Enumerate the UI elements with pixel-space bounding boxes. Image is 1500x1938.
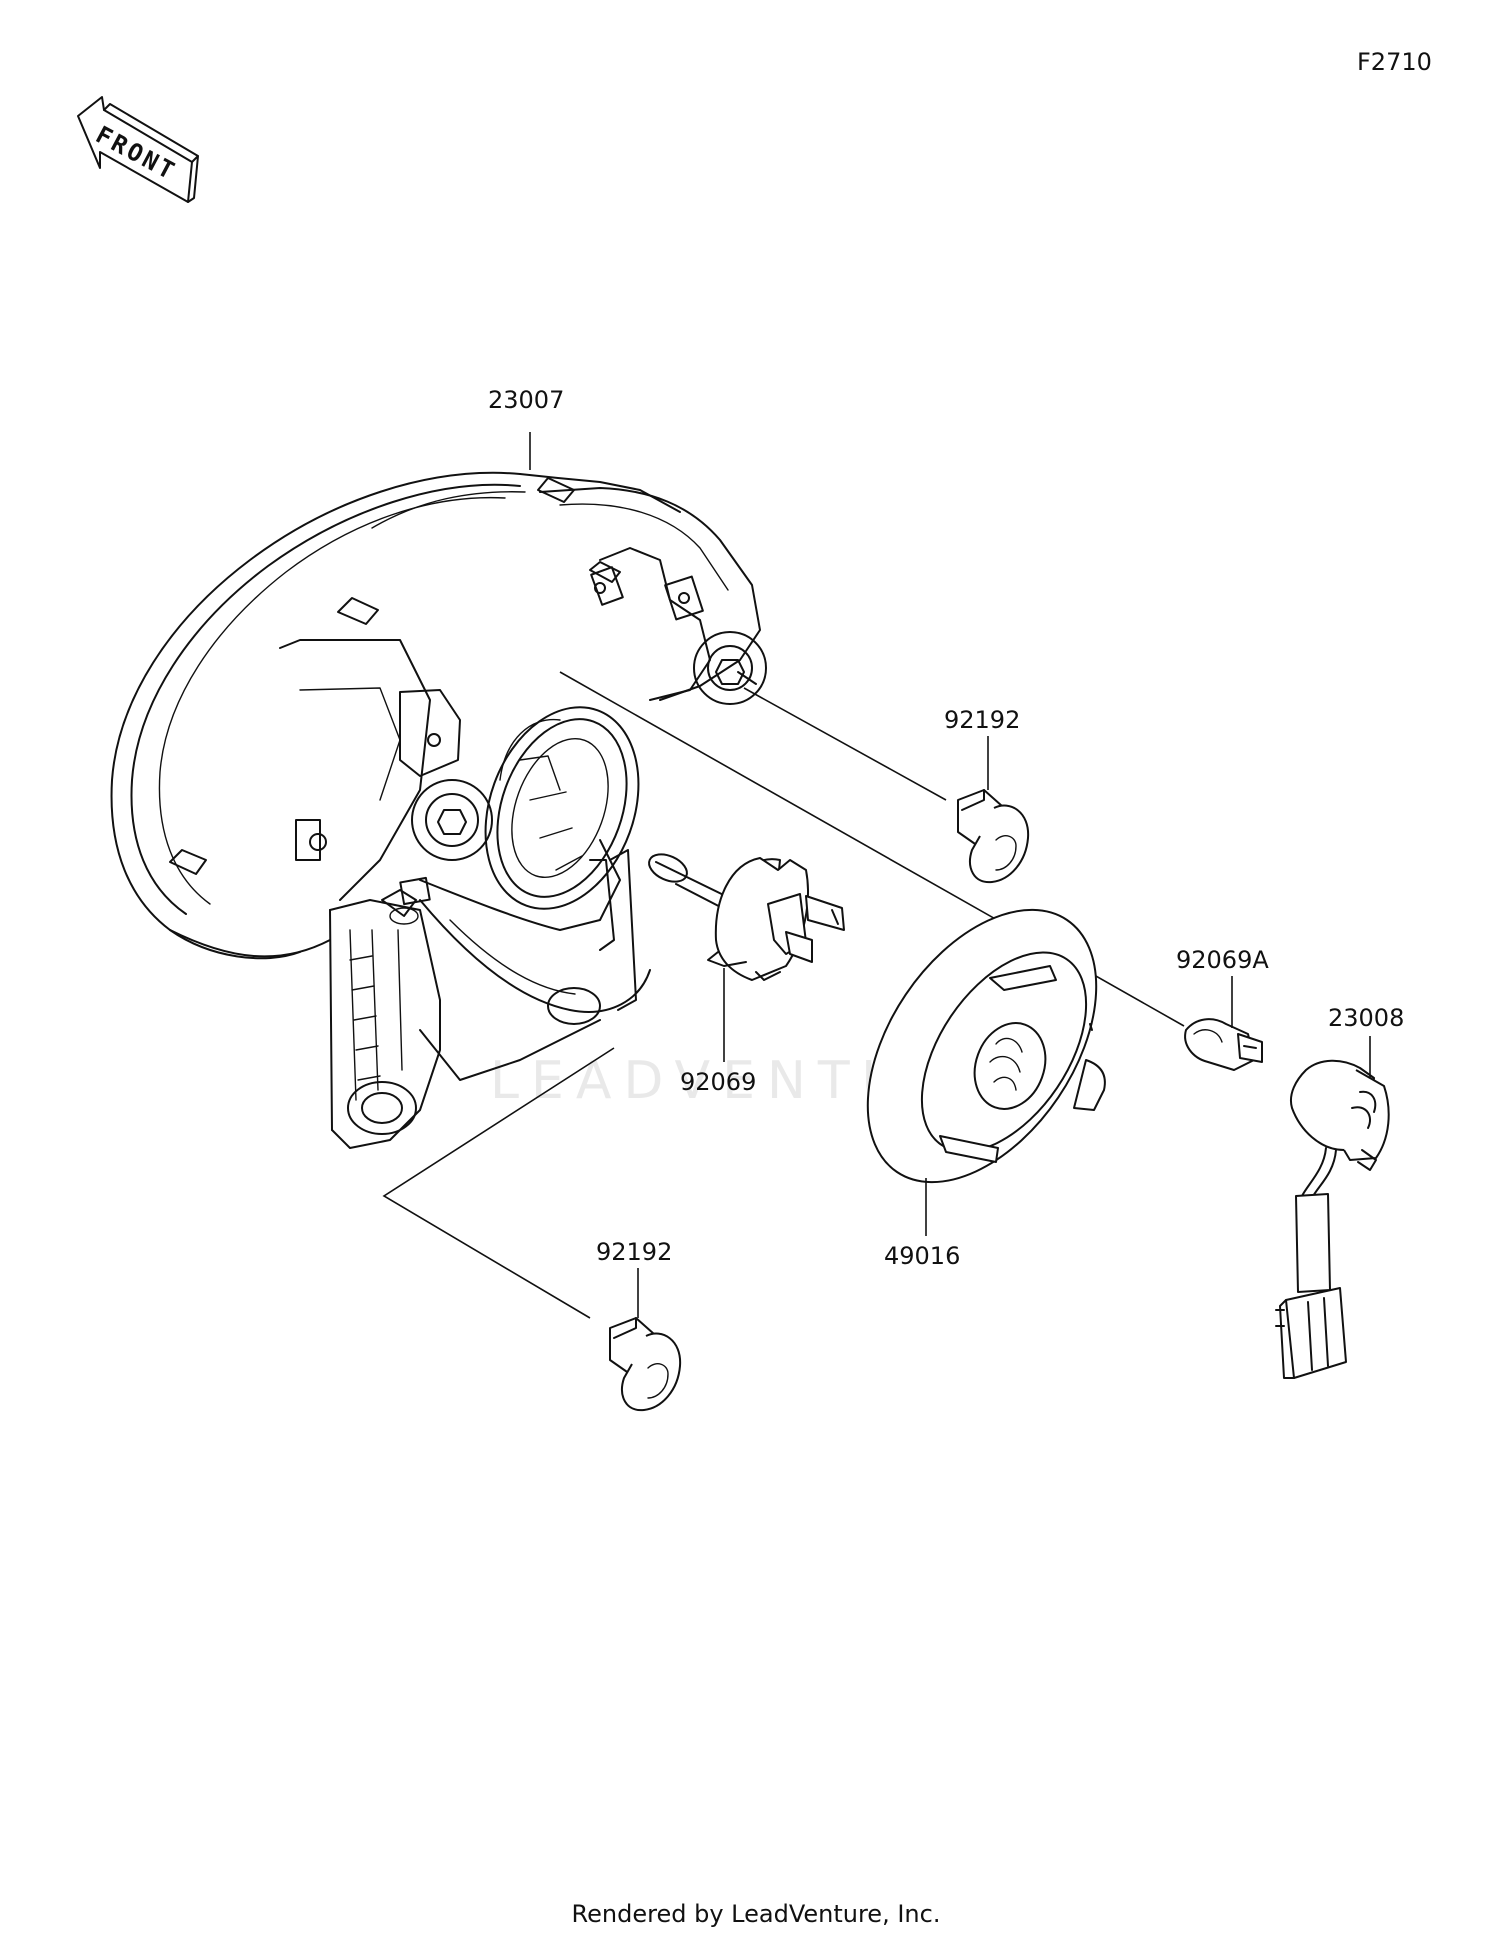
part-label-headlight-assembly: 23007 [488,386,564,414]
headlight-assembly-drawing [110,471,767,1149]
bulb-socket-harness-drawing [1275,1059,1390,1379]
footer-credit: Rendered by LeadVenture, Inc. [572,1900,941,1928]
part-label-bulb-socket-harness: 23008 [1328,1004,1404,1032]
front-arrow-icon: FRONT [77,96,199,203]
part-label-headlight-bulb: 92069 [680,1068,756,1096]
diagram-code: F2710 [1357,48,1432,76]
socket-cover-upper-drawing [957,789,1030,884]
headlight-bulb-drawing [648,853,845,981]
part-label-socket-cover-lower: 92192 [596,1238,672,1266]
part-label-position-bulb: 92069A [1176,946,1269,974]
socket-cover-lower-drawing [609,1317,682,1412]
part-label-socket-cover-upper: 92192 [944,706,1020,734]
part-label-bulb-dust-cover: 49016 [884,1242,960,1270]
bulb-dust-cover-drawing [866,908,1106,1184]
position-bulb-drawing [1184,1018,1263,1071]
